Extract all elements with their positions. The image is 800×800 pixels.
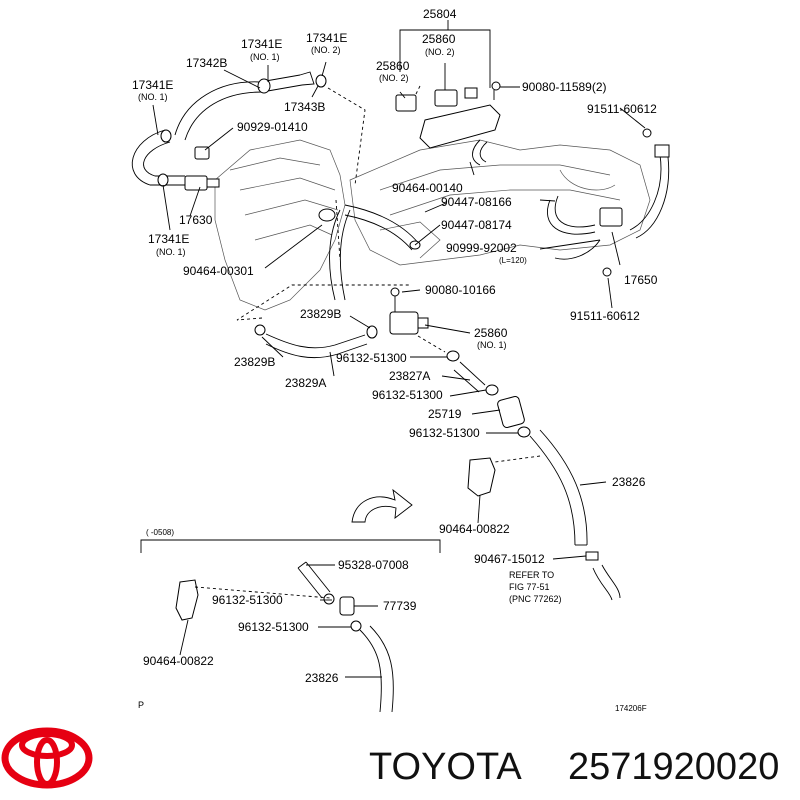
label-90999: 90999-92002 (446, 241, 517, 255)
label-23829a: 23829A (285, 376, 326, 390)
label-leaders (152, 20, 646, 678)
label-23829b-a: 23829B (300, 307, 341, 321)
label-91511-bot: 91511-60612 (570, 309, 640, 323)
toyota-logo-icon (1, 727, 93, 789)
label-23826-a: 23826 (612, 475, 646, 489)
vsv-25860-no1 (366, 287, 429, 339)
brand-part-number: 2571920020 (568, 746, 779, 788)
label-17650: 17650 (624, 273, 658, 287)
label-17343b: 17343B (284, 100, 325, 114)
hose-23829a (254, 324, 368, 359)
label-90447-08166: 90447-08166 (441, 195, 512, 209)
label-91511-top: 91511-60612 (587, 102, 657, 116)
label-17341e-bot-sub: (NO. 1) (156, 247, 186, 257)
label-25860-no2-b: 25860 (422, 32, 456, 46)
direction-arrow (351, 488, 413, 523)
engine-outline (214, 139, 651, 311)
label-17630: 17630 (179, 213, 213, 227)
clamp-90464-00822-a (467, 457, 496, 497)
part-labels: 25804 25860 (NO. 2) 25860 (NO. 2) 17341E… (132, 7, 658, 713)
label-17341e-left: 17341E (132, 78, 173, 92)
hose-left-loop (131, 129, 185, 186)
label-90464-00822-a: 90464-00822 (439, 522, 510, 536)
hose-23827a (446, 350, 499, 396)
label-fig-no: 174206F (615, 704, 647, 713)
label-range-note: ( -0508) (146, 528, 174, 537)
label-17341e-left-sub: (NO. 1) (138, 92, 168, 102)
label-17341e-top: 17341E (241, 37, 282, 51)
label-96132-e: 96132-51300 (238, 620, 309, 634)
label-90464-00140: 90464-00140 (392, 181, 463, 195)
label-95328: 95328-07008 (338, 558, 409, 572)
label-23826-b: 23826 (305, 671, 339, 685)
label-90464-00822-b: 90464-00822 (143, 654, 214, 668)
label-refer-1: REFER TO (509, 570, 554, 580)
label-96132-c: 96132-51300 (409, 426, 480, 440)
vsv-bracket-25804 (395, 81, 501, 166)
label-25860-no2-a: 25860 (376, 59, 410, 73)
label-90929: 90929-01410 (237, 120, 308, 134)
clamp-17341e-top (157, 74, 327, 187)
label-23827a: 23827A (389, 369, 430, 383)
label-96132-b: 96132-51300 (372, 388, 443, 402)
label-17341e-no2-sub: (NO. 2) (311, 45, 341, 55)
label-25804: 25804 (423, 7, 457, 21)
variant-bracket (140, 539, 441, 553)
hose-center (318, 204, 421, 301)
hose-23826-a (529, 429, 621, 601)
label-96132-a: 96132-51300 (336, 351, 407, 365)
label-17341e-top-sub: (NO. 1) (250, 52, 280, 62)
label-23829b-b: 23829B (234, 355, 275, 369)
label-77739: 77739 (383, 599, 417, 613)
label-17342b: 17342B (186, 56, 227, 70)
label-25860-no1: 25860 (474, 326, 508, 340)
label-page-mark: P (138, 700, 144, 710)
vsv-17630 (184, 146, 220, 191)
label-90999-sub: (L=120) (499, 256, 527, 265)
label-25860-no1-sub: (NO. 1) (477, 340, 507, 350)
label-25860-no2-a-sub: (NO. 2) (379, 73, 409, 83)
label-90447-08174: 90447-08174 (441, 218, 512, 232)
label-25860-no2-b-sub: (NO. 2) (425, 47, 455, 57)
sensor-17650 (547, 128, 670, 277)
dashed-leaders (194, 85, 541, 599)
label-refer-2: FIG 77-51 (509, 582, 550, 592)
brand-name: TOYOTA (369, 746, 522, 788)
label-17341e-no2: 17341E (306, 31, 347, 45)
label-17341e-bot: 17341E (148, 232, 189, 246)
label-96132-d: 96132-51300 (212, 593, 283, 607)
filter-25719 (497, 396, 531, 438)
label-90464-00301: 90464-00301 (183, 264, 254, 278)
label-90080-10166: 90080-10166 (425, 283, 496, 297)
label-25719: 25719 (428, 407, 462, 421)
lower-assembly (175, 561, 394, 713)
hose-17342b (174, 71, 315, 141)
label-90080-11589: 90080-11589(2) (522, 80, 607, 94)
label-90467: 90467-15012 (474, 552, 545, 566)
label-refer-3: (PNC 77262) (509, 594, 562, 604)
